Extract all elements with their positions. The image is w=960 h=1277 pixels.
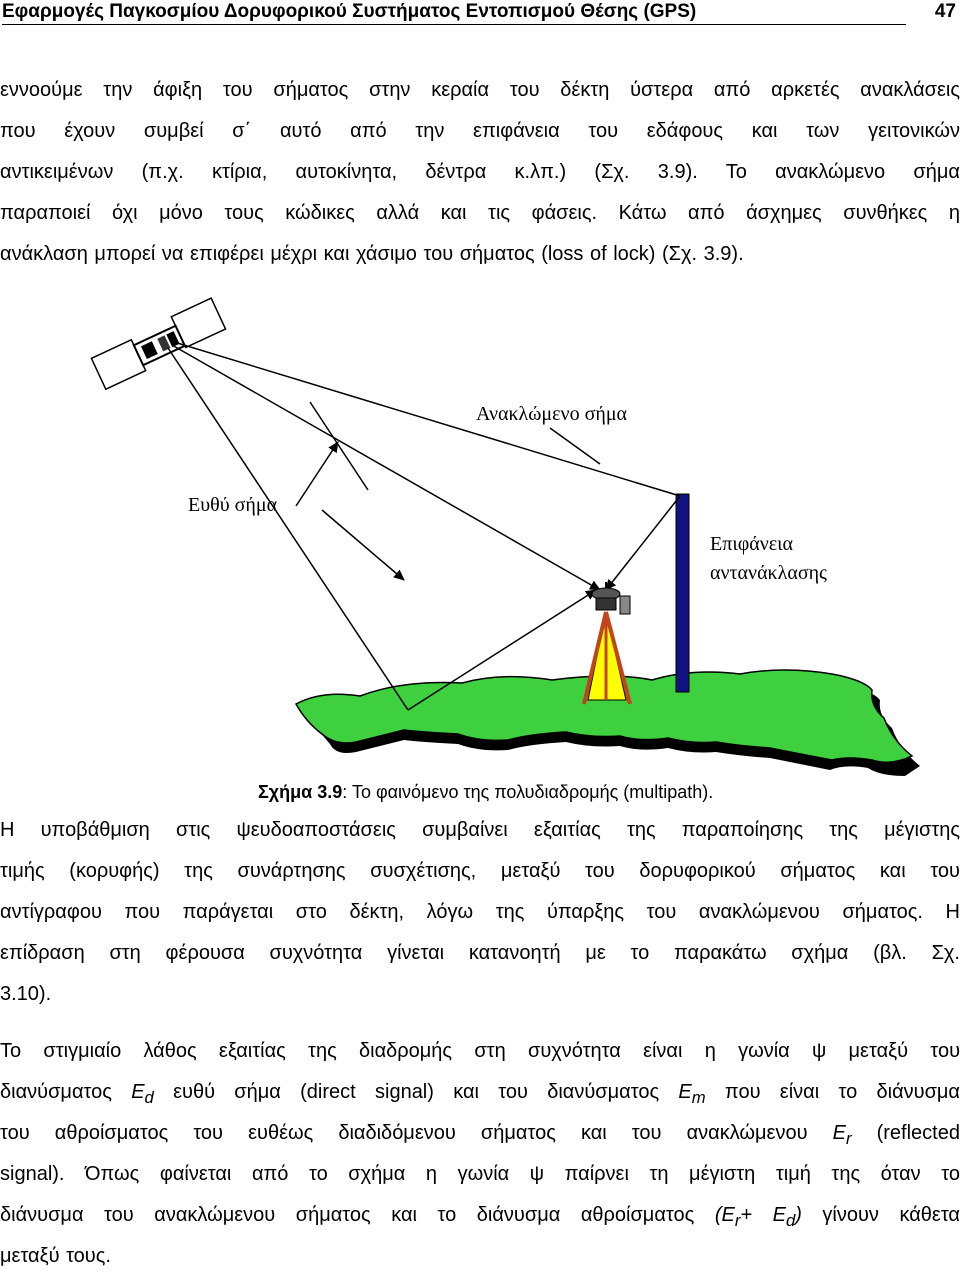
text-line: ανάκλαση μπορεί να επιφέρει μέχρι και χά… (0, 243, 744, 265)
text-line: εννοούμε την άφιξη του σήματος στην κερα… (0, 79, 960, 101)
text-line: επίδραση στη φέρουσα συχνότητα γίνεται κ… (0, 942, 960, 964)
text-line: του αθροίσματος του ευθέως διαδιδόμενου … (0, 1122, 960, 1148)
reflected-signal-label: Ανακλώμενο σήμα (476, 403, 628, 425)
multipath-figure: Ανακλώμενο σήμα Ευθύ σήμα Επιφάνεια αντα… (90, 297, 920, 776)
text-line: παραποιεί όχι μόνο τους κώδικες αλλά και… (0, 202, 960, 224)
surface-label-line1: Επιφάνεια (710, 533, 794, 555)
reflected-ray-surface-down (605, 495, 681, 591)
caption-label: Σχήμα 3.9 (258, 782, 343, 802)
reflected-ray-to-ground (167, 347, 409, 711)
text-line: διανύσματος Ed ευθύ σήμα (direct signal)… (0, 1081, 960, 1107)
paragraph-1: εννοούμε την άφιξη του σήματος στην κερα… (0, 70, 960, 275)
text-line: αντικειμένων (π.χ. κτίρια, αυτοκίνητα, δ… (0, 161, 960, 183)
page-number: 47 (934, 1, 956, 22)
reflected-ray-ground-up (407, 589, 597, 711)
text-line: signal). Όπως φαίνεται από το σχήμα η γω… (0, 1163, 960, 1185)
reflected-ray-to-surface (173, 341, 681, 497)
text-line: που έχουν συμβεί σ΄ αυτό από την επιφάνε… (0, 120, 960, 142)
reflected-label-arrow (549, 427, 601, 465)
paragraph-3: Το στιγμιαίο λάθος εξαιτίας της διαδρομή… (0, 1031, 960, 1277)
text-line: 3.10). (0, 983, 52, 1005)
ground (294, 669, 914, 763)
reflecting-surface (675, 493, 690, 693)
header-title: Εφαρμογές Παγκοσμίου Δορυφορικού Συστήμα… (2, 0, 906, 25)
satellite-icon (90, 297, 227, 391)
gps-receiver-icon (582, 582, 632, 705)
direct-signal-ray (171, 344, 601, 591)
text-line: διάνυσμα του ανακλώμενου σήματος και το … (0, 1204, 960, 1230)
text-line: Το στιγμιαίο λάθος εξαιτίας της διαδρομή… (0, 1040, 960, 1062)
direct-label-arrow (295, 441, 339, 507)
surface-label-line2: αντανάκλασης (710, 562, 827, 584)
caption-text: : Το φαινόμενο της πολυδιαδρομής (multip… (342, 782, 714, 802)
direct-signal-label: Ευθύ σήμα (188, 494, 278, 516)
direct-label-arrow-2 (309, 401, 369, 491)
direct-label-arrow-3 (321, 509, 405, 581)
page-header: Εφαρμογές Παγκοσμίου Δορυφορικού Συστήμα… (0, 0, 958, 30)
text-line: μεταξύ τους. (0, 1245, 111, 1267)
text-line: αντίγραφου που παράγεται στο δέκτη, λόγω… (0, 901, 960, 923)
text-line: τιμής (κορυφής) της συνάρτησης συσχέτιση… (0, 860, 960, 882)
text-line: Η υποβάθμιση στις ψευδοαποστάσεις συμβαί… (0, 819, 960, 841)
figure-caption: Σχήμα 3.9: Το φαινόμενο της πολυδιαδρομή… (258, 780, 858, 804)
paragraph-2: Η υποβάθμιση στις ψευδοαποστάσεις συμβαί… (0, 810, 960, 1015)
